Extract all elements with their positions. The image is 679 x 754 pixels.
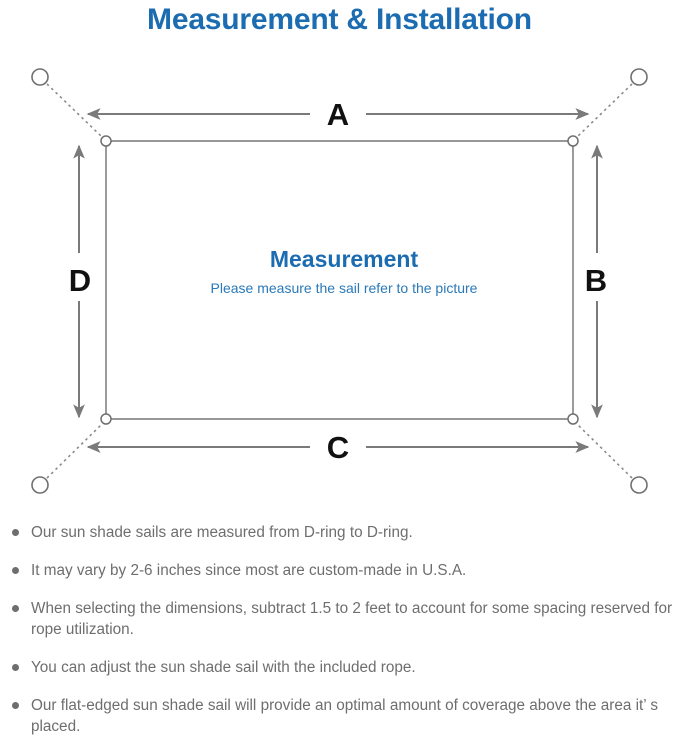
bullet-icon [12, 529, 19, 536]
diagram-center-subheading: Please measure the sail refer to the pic… [211, 280, 478, 296]
d-ring-top-right-icon [567, 135, 579, 147]
dimension-a-label: A [327, 97, 349, 132]
bullet-icon [12, 567, 19, 574]
anchor-bottom-right-icon [630, 476, 648, 494]
anchor-top-right-icon [630, 68, 648, 86]
note-text: You can adjust the sun shade sail with t… [31, 659, 416, 676]
anchor-points [31, 68, 648, 494]
bullet-icon [12, 664, 19, 671]
dimension-b-label: B [585, 263, 607, 298]
dimension-c-label: C [327, 430, 349, 465]
list-item: You can adjust the sun shade sail with t… [0, 657, 679, 678]
dimension-d-label: D [69, 263, 91, 298]
d-ring-bottom-right-icon [567, 413, 579, 425]
sail-outline [105, 140, 574, 420]
note-text: Our sun shade sails are measured from D-… [31, 524, 413, 541]
note-text: Our flat-edged sun shade sail will provi… [31, 697, 658, 735]
anchor-top-left-icon [31, 68, 49, 86]
measurement-diagram: A C D B Measurement Please measure the s… [0, 48, 679, 513]
list-item: Our flat-edged sun shade sail will provi… [0, 695, 679, 737]
list-item: It may vary by 2-6 inches since most are… [0, 560, 679, 581]
bullet-icon [12, 702, 19, 709]
page-title: Measurement & Installation [147, 3, 532, 36]
diagram-canvas: A C D B Measurement Please measure the s… [31, 68, 648, 494]
d-rings [100, 135, 579, 425]
rope-lines [46, 83, 633, 479]
d-ring-top-left-icon [100, 135, 112, 147]
d-ring-bottom-left-icon [100, 413, 112, 425]
list-item: Our sun shade sails are measured from D-… [0, 522, 679, 543]
notes-list: Our sun shade sails are measured from D-… [0, 522, 679, 754]
rope-line-bottom-right [577, 424, 633, 479]
rope-line-bottom-left [46, 424, 102, 479]
note-text: It may vary by 2-6 inches since most are… [31, 562, 467, 579]
list-item: When selecting the dimensions, subtract … [0, 598, 679, 640]
rope-line-top-left [46, 83, 102, 137]
anchor-bottom-left-icon [31, 476, 49, 494]
note-text: When selecting the dimensions, subtract … [31, 600, 673, 638]
bullet-icon [12, 605, 19, 612]
rope-line-top-right [577, 83, 633, 137]
diagram-center-heading: Measurement [270, 246, 419, 272]
